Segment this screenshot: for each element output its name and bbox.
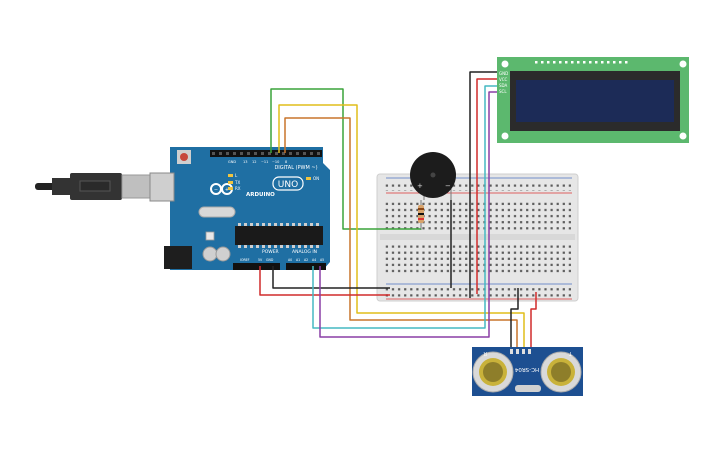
svg-text:A2: A2	[304, 258, 308, 262]
svg-text:GND: GND	[228, 160, 236, 164]
wire-orange	[284, 117, 518, 348]
digital-label: DIGITAL (PWM ~)	[274, 165, 317, 171]
on-led-label: ON	[313, 176, 319, 181]
svg-text:A4: A4	[312, 258, 316, 262]
usb-cable	[35, 173, 153, 200]
lcd-pin-scl: SCL	[499, 89, 507, 94]
ultrasonic-sensor: HC-SR04 R T	[472, 347, 583, 396]
wire-red	[530, 292, 537, 348]
svg-text:13: 13	[243, 160, 247, 164]
wire-red	[259, 266, 390, 296]
power-label: POWER	[262, 249, 279, 255]
wires	[259, 71, 537, 348]
analog-header	[286, 263, 326, 270]
power-header	[233, 263, 280, 270]
lcd-screen	[516, 80, 674, 122]
svg-text:−: −	[214, 187, 218, 193]
arduino-uno-board: DIGITAL (PWM ~) GND 13 12 ~11 ~10 8 − + ARDU…	[149, 147, 330, 270]
svg-text:A1: A1	[296, 258, 300, 262]
wire-purple	[319, 91, 497, 338]
piezo-buzzer: + −	[410, 152, 456, 200]
l-led-label: L	[235, 173, 238, 178]
lcd-pin-gnd: GND	[499, 71, 508, 76]
svg-text:GND: GND	[266, 258, 274, 262]
svg-text:12: 12	[252, 160, 256, 164]
wire-green	[270, 88, 421, 230]
crystal-oscillator	[198, 206, 236, 218]
wire-yellow	[278, 104, 525, 348]
svg-text:~10: ~10	[272, 160, 279, 164]
sensor-right-mark: T	[568, 350, 573, 356]
buzzer-minus: −	[445, 182, 451, 190]
sensor-left-mark: R	[483, 350, 487, 356]
resistor	[418, 200, 424, 230]
lcd-pin-vcc: VCC	[499, 77, 508, 82]
arduino-model: UNO	[278, 180, 298, 190]
wire-red	[476, 78, 497, 294]
svg-text:8: 8	[285, 160, 287, 164]
digital-header	[210, 150, 322, 157]
svg-text:A0: A0	[288, 258, 292, 262]
wire-black	[510, 288, 519, 348]
wire-teal	[312, 85, 497, 329]
svg-text:IOREF: IOREF	[240, 258, 250, 262]
capacitor	[215, 246, 231, 262]
svg-text:+: +	[225, 187, 229, 193]
microcontroller-chip	[235, 226, 323, 245]
sensor-model-label: HC-SR04	[514, 366, 539, 372]
svg-text:5V: 5V	[258, 258, 263, 262]
arduino-brand: ARDUINO	[246, 192, 275, 198]
rx-led-label: RX	[235, 186, 241, 191]
analog-label: ANALOG IN	[292, 249, 317, 255]
lcd-pin-sda: SDA	[499, 83, 508, 88]
capacitor	[202, 246, 218, 262]
svg-text:~11: ~11	[261, 160, 268, 164]
svg-text:A5: A5	[320, 258, 324, 262]
tx-led-label: TX	[234, 180, 240, 185]
buzzer-plus: +	[417, 182, 423, 190]
lcd-display-module: GND VCC SDA SCL	[497, 57, 689, 143]
wire-black	[469, 71, 497, 298]
wire-black	[272, 266, 390, 289]
